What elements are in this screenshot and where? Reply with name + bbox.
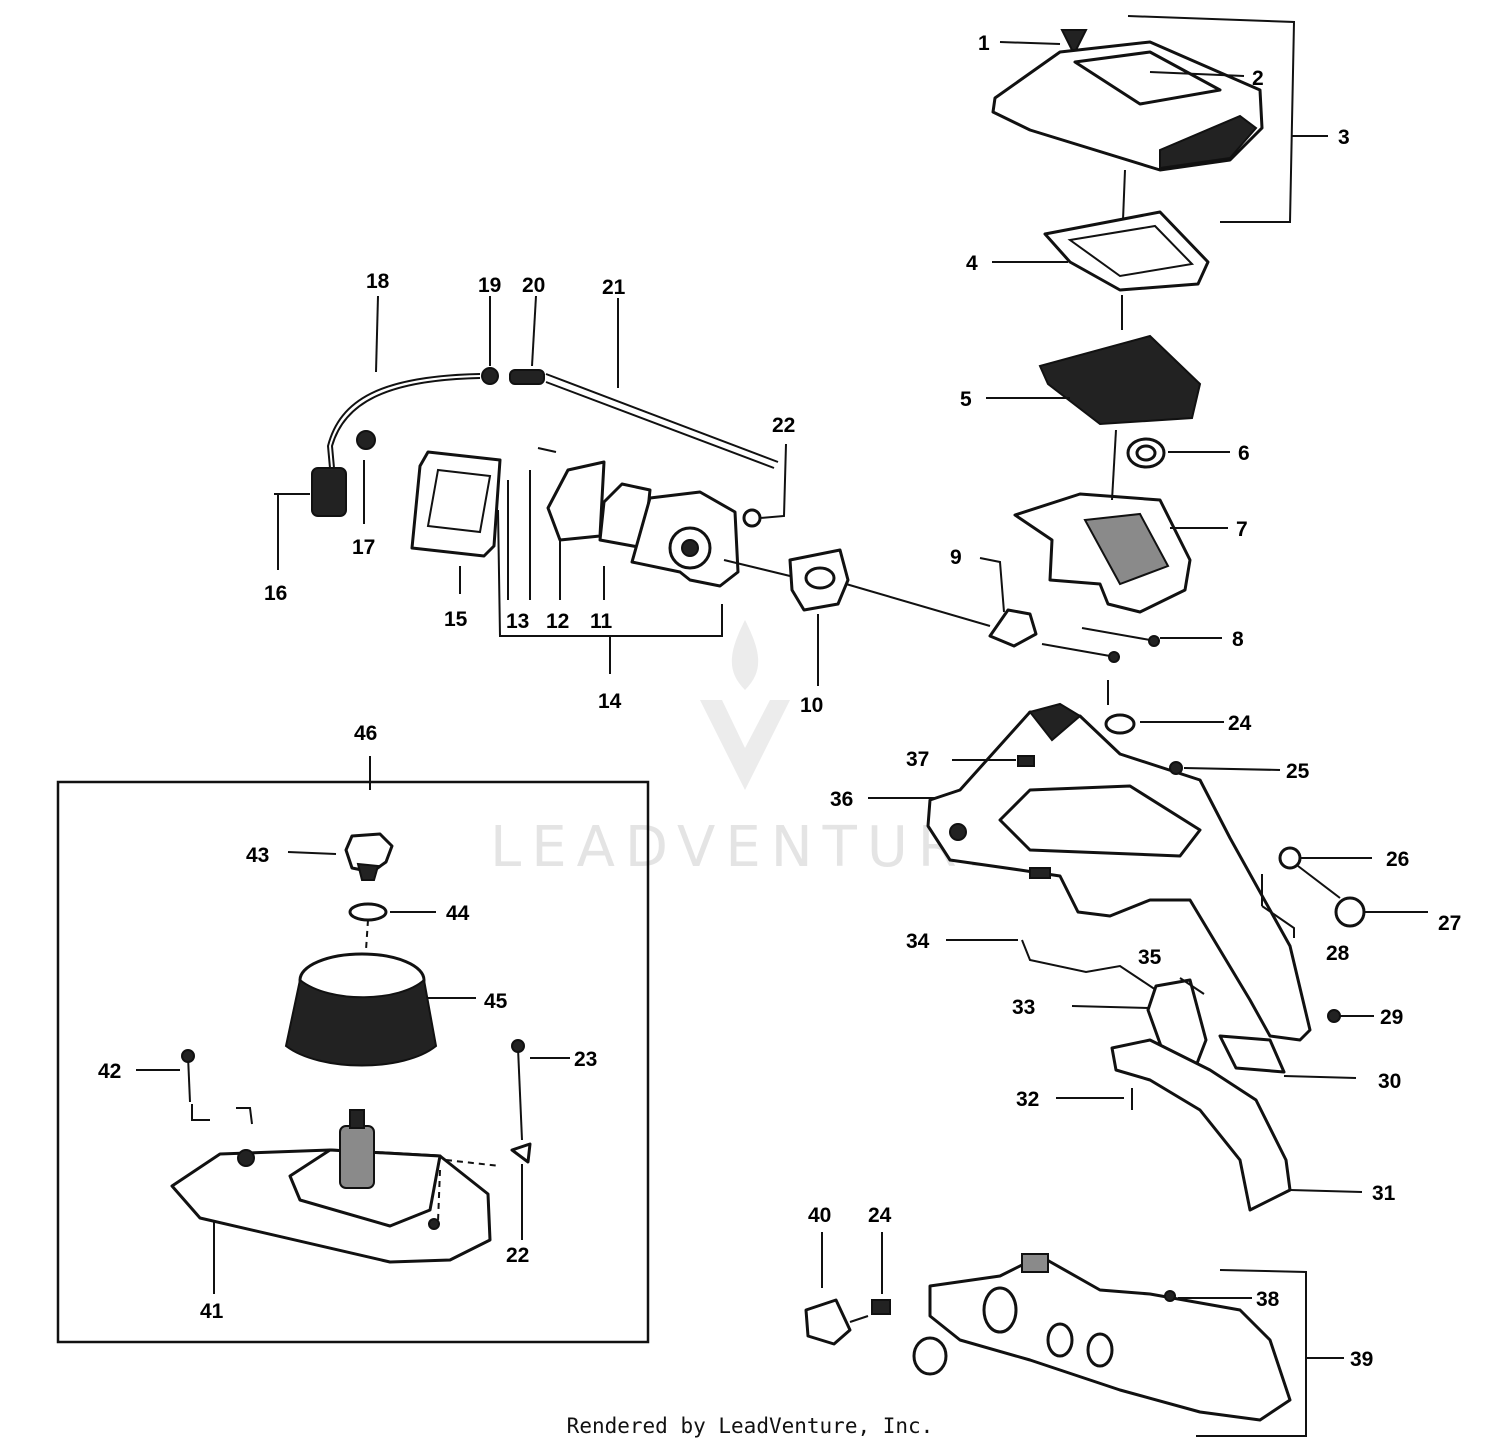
callout-4: 4 — [966, 252, 978, 275]
callout-8-upper: 8 — [1232, 628, 1244, 651]
callout-32: 32 — [1016, 1088, 1039, 1111]
callout-39: 39 — [1350, 1348, 1373, 1371]
callout-12: 12 — [546, 610, 569, 633]
callout-26: 26 — [1386, 848, 1409, 871]
callout-9: 9 — [950, 546, 962, 569]
callout-20: 20 — [522, 274, 545, 297]
callout-31: 31 — [1372, 1182, 1396, 1205]
callout-3: 3 — [1338, 126, 1350, 149]
callout-19: 19 — [478, 274, 501, 297]
callout-17: 17 — [352, 536, 375, 559]
callout-7: 7 — [1236, 518, 1248, 541]
callout-11: 11 — [590, 610, 613, 633]
callout-22-upper: 22 — [772, 414, 795, 437]
callout-24-lower: 24 — [868, 1204, 892, 1227]
callout-1: 1 — [978, 32, 990, 55]
callout-38: 38 — [1256, 1288, 1280, 1311]
callout-16: 16 — [264, 582, 287, 605]
callout-37: 37 — [906, 748, 929, 771]
callout-44: 44 — [446, 902, 470, 925]
callout-42: 42 — [98, 1060, 121, 1083]
callout-10: 10 — [800, 694, 823, 717]
callout-43: 43 — [246, 844, 269, 867]
callout-22-lower: 22 — [506, 1244, 529, 1267]
callout-leader-lines — [136, 41, 1428, 1359]
callout-40: 40 — [808, 1204, 831, 1227]
callout-33: 33 — [1012, 996, 1035, 1019]
callout-18: 18 — [366, 270, 390, 293]
callout-46: 46 — [354, 722, 377, 745]
callout-36: 36 — [830, 788, 853, 811]
callout-27: 27 — [1438, 912, 1461, 935]
callout-21: 21 — [602, 276, 626, 299]
callout-13: 13 — [506, 610, 529, 633]
callout-35: 35 — [1138, 946, 1162, 969]
callout-14: 14 — [598, 690, 622, 713]
callout-2: 2 — [1252, 67, 1264, 90]
carburetor-fuel-line-group — [311, 367, 991, 637]
callout-41: 41 — [200, 1300, 224, 1323]
watermark-text: LEADVENTURE — [490, 815, 1012, 880]
callout-28: 28 — [1326, 942, 1350, 965]
callout-29: 29 — [1380, 1006, 1403, 1029]
leadventure-watermark: LEADVENTURE — [490, 620, 1012, 880]
callout-labels: 1 2 3 4 5 6 7 8 9 10 11 12 13 14 15 16 1… — [98, 32, 1461, 1371]
callout-15: 15 — [444, 608, 468, 631]
callout-24-upper: 24 — [1228, 712, 1252, 735]
callout-25: 25 — [1286, 760, 1310, 783]
callout-6: 6 — [1238, 442, 1250, 465]
callout-5: 5 — [960, 388, 972, 411]
handle-and-trigger-assembly — [804, 702, 1366, 1437]
callout-45: 45 — [484, 990, 508, 1013]
footer-credit: Rendered by LeadVenture, Inc. — [566, 1414, 934, 1438]
callout-34: 34 — [906, 930, 930, 953]
air-filter-kit-group — [56, 780, 650, 1344]
callout-23: 23 — [574, 1048, 597, 1071]
callout-30: 30 — [1378, 1070, 1401, 1093]
air-filter-cover-assembly — [988, 15, 1296, 705]
